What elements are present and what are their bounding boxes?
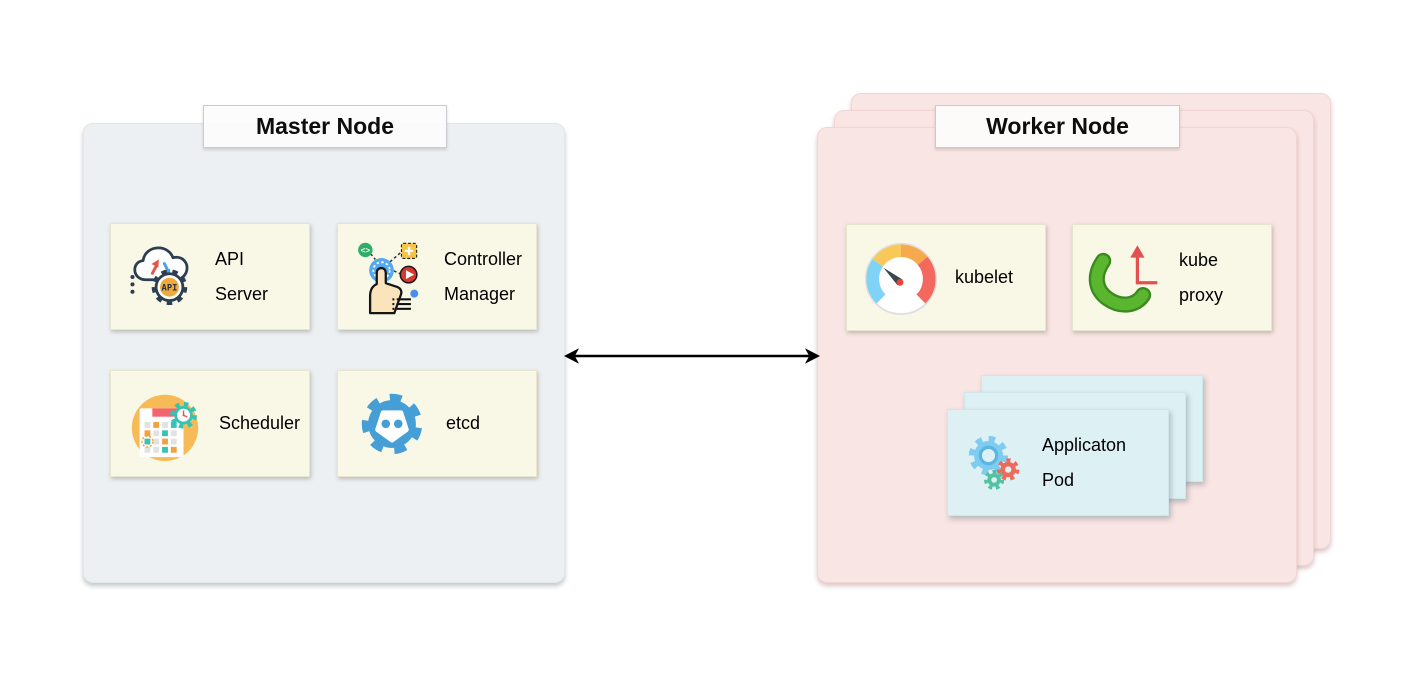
card-scheduler: Scheduler (110, 370, 310, 477)
card-label: API Server (215, 242, 268, 312)
card-label-line2: Server (215, 283, 269, 304)
card-controller-manager: <> Controller Manager (337, 223, 537, 330)
card-label: etcd (446, 406, 480, 441)
etcd-logo-icon (361, 393, 423, 454)
application-pod-card: Applicaton Pod (947, 409, 1169, 516)
card-label-line1: etcd (446, 413, 481, 433)
calendar-clock-icon (131, 394, 199, 461)
three-gears-icon (968, 435, 1020, 490)
card-etcd: etcd (337, 370, 537, 477)
worker-node-title: Worker Node (935, 105, 1180, 148)
bidirectional-arrow-icon (564, 348, 820, 364)
card-label-line2: proxy (1179, 284, 1224, 305)
card-label-line1: API (215, 248, 245, 269)
worker-node-box (817, 127, 1297, 583)
pod-label: Applicaton Pod (1042, 428, 1126, 498)
svg-text:API: API (162, 283, 178, 293)
phone-outgoing-call-icon (1088, 244, 1158, 313)
cloud-api-gear-icon: API (130, 245, 189, 305)
card-label: Scheduler (219, 406, 300, 441)
master-node-box (83, 123, 565, 583)
speedometer-gauge-icon (864, 242, 938, 315)
master-worker-connection (561, 341, 823, 376)
card-label: kube proxy (1179, 243, 1223, 313)
card-kubelet: kubelet (846, 224, 1046, 331)
card-label: kubelet (955, 260, 1013, 295)
card-kube-proxy: kube proxy (1072, 224, 1272, 331)
master-node-title: Master Node (203, 105, 447, 148)
card-label: Controller Manager (444, 242, 522, 312)
svg-text:<>: <> (361, 245, 371, 254)
card-label-line1: kubelet (955, 267, 1014, 287)
hand-controls-icon: <> (358, 242, 419, 314)
pod-label-line1: Applicaton (1042, 434, 1127, 455)
card-api-server: API API Server (110, 223, 310, 330)
card-label-line2: Manager (444, 283, 516, 304)
card-label-line1: kube (1179, 249, 1219, 270)
card-label-line1: Controller (444, 248, 523, 269)
pod-label-line2: Pod (1042, 469, 1075, 490)
card-label-line1: Scheduler (219, 413, 301, 433)
